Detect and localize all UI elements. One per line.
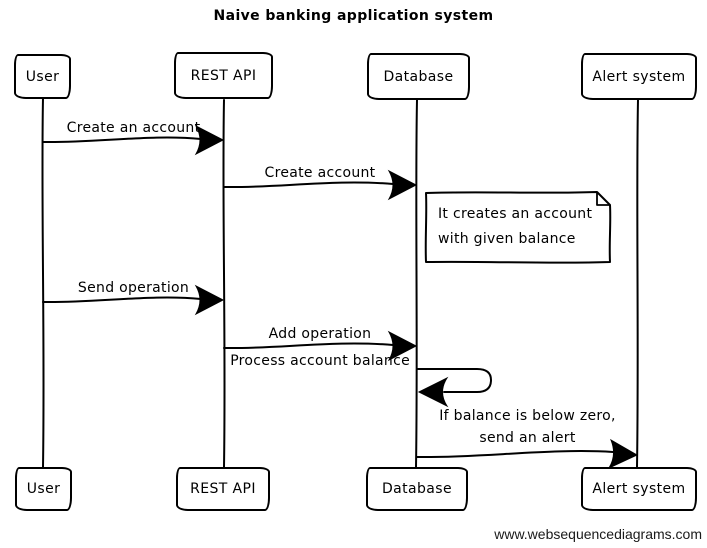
actor-box-rest-api-top: REST API (174, 52, 273, 99)
arrow-send-an-alert (416, 450, 614, 459)
actor-label-alert-system-bottom: Alert system (592, 481, 686, 497)
actor-label-user-bottom: User (26, 481, 61, 497)
message-label-add-operation: Add operation (268, 326, 372, 342)
arrowhead-create-account (387, 169, 418, 201)
actor-label-alert-system-top: Alert system (592, 68, 686, 85)
note: It creates an account with given balance (426, 192, 610, 263)
arrowhead-add-operation (387, 330, 418, 362)
note-fold (596, 192, 610, 206)
actor-box-user-bottom: User (15, 467, 72, 511)
actor-label-rest-api-bottom: REST API (190, 481, 256, 497)
lifeline-alert-system (636, 99, 639, 468)
arrowhead-send-operation (194, 284, 225, 316)
watermark-websequencediagrams: www.websequencediagrams.com (494, 526, 702, 542)
lifeline-user (41, 97, 45, 468)
actor-box-alert-system-bottom: Alert system (581, 467, 697, 511)
arrow-add-operation (223, 342, 394, 350)
actor-label-database-bottom: Database (381, 481, 452, 497)
arrowhead-create-an-account (194, 124, 225, 156)
self-loop-process-account-balance (416, 368, 493, 393)
message-label-send-an-alert: send an alert (479, 430, 576, 446)
actor-box-database-top: Database (367, 53, 470, 100)
actor-label-rest-api-top: REST API (190, 67, 257, 84)
actor-box-rest-api-bottom: REST API (176, 467, 270, 511)
lifeline-database (415, 99, 418, 468)
lifeline-rest-api (222, 99, 226, 468)
actor-box-user-top: User (14, 54, 71, 99)
note-line-1: It creates an account (438, 206, 593, 222)
message-label-process-account-balance: Process account balance (230, 353, 410, 369)
arrowhead-process-account-balance (417, 376, 449, 408)
actor-label-database-top: Database (383, 68, 454, 85)
note-shape (424, 191, 612, 264)
diagram-title: Naive banking application system (213, 8, 494, 24)
actor-box-database-bottom: Database (366, 467, 468, 511)
message-label-if-balance-below-zero: If balance is below zero, (439, 408, 616, 424)
message-label-create-an-account: Create an account (66, 120, 201, 136)
message-label-create-account: Create account (264, 165, 376, 181)
arrow-send-operation (42, 296, 202, 304)
arrow-create-account (223, 181, 394, 189)
message-label-send-operation: Send operation (77, 280, 190, 296)
arrow-create-an-account (42, 136, 202, 144)
actor-box-alert-system-top: Alert system (581, 53, 697, 100)
actor-label-user-top: User (25, 68, 60, 85)
note-line-2: with given balance (438, 231, 576, 247)
